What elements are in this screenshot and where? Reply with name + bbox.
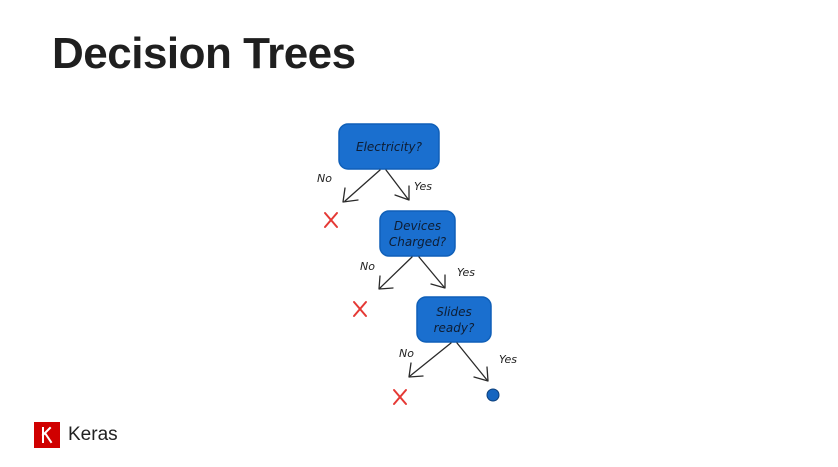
node-devices-label-line1: Devices <box>394 219 441 233</box>
node-slides-label-line1: Slides <box>436 305 472 319</box>
node-electricity: Electricity? <box>338 123 440 170</box>
accept-dot-icon <box>486 388 500 402</box>
edge-label-slides-no: No <box>399 347 414 360</box>
keras-k-icon <box>34 422 60 448</box>
slide-title: Decision Trees <box>52 29 356 78</box>
node-devices-charged: Devices Charged? <box>379 210 456 257</box>
edge-label-devices-yes: Yes <box>457 266 475 279</box>
node-slides-label-line2: ready? <box>434 321 475 335</box>
reject-x-mark-icon <box>324 212 338 228</box>
edge-slides-no <box>408 342 452 378</box>
edge-devices-yes <box>418 256 446 289</box>
edge-slides-yes <box>456 342 489 382</box>
edge-electricity-no <box>342 169 381 203</box>
reject-x-mark-icon <box>353 301 367 317</box>
node-slides-ready: Slides ready? <box>416 296 492 343</box>
keras-logo: Keras <box>34 422 118 448</box>
edge-devices-no <box>378 256 413 290</box>
edge-electricity-yes <box>385 169 410 201</box>
reject-x-mark-icon <box>393 389 407 405</box>
edge-label-electricity-no: No <box>317 172 332 185</box>
logo-wordmark: Keras <box>68 424 118 445</box>
node-devices-label-line2: Charged? <box>389 235 447 249</box>
edge-label-devices-no: No <box>360 260 375 273</box>
edge-label-electricity-yes: Yes <box>414 180 432 193</box>
node-electricity-label: Electricity? <box>356 140 423 154</box>
edge-label-slides-yes: Yes <box>499 353 517 366</box>
